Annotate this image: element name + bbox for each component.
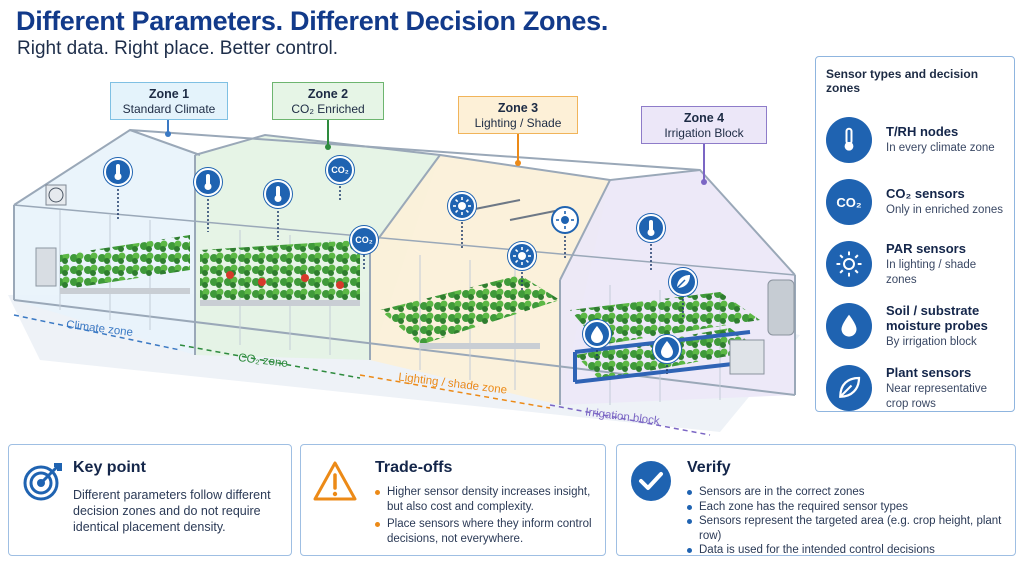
water-tank — [767, 279, 795, 336]
legend-item-desc: By irrigation block — [886, 335, 977, 348]
water-drop-icon — [591, 326, 603, 343]
zone-4-desc: Irrigation Block — [664, 126, 744, 140]
legend-item-desc: In every climate zone — [886, 142, 995, 154]
list-item: Each zone has the required sensor types — [687, 500, 1007, 515]
list-item: Sensors represent the targeted area (e.g… — [687, 514, 1007, 543]
legend-item-name: CO₂ sensors — [886, 186, 965, 201]
sensor-marker-sun — [551, 206, 579, 234]
leaf-icon — [676, 275, 690, 289]
key-point-title: Key point — [73, 459, 146, 476]
pump-unit — [729, 339, 765, 375]
list-item: Higher sensor density increases insight,… — [375, 485, 599, 514]
sensor-marker-leaf — [669, 268, 697, 296]
target-icon — [23, 463, 62, 501]
legend-icon-circle — [826, 117, 872, 163]
legend-item-desc: Near representative — [886, 382, 987, 395]
legend-item-name: PAR sensors — [886, 240, 966, 256]
sensor-marker-water-drop — [653, 335, 681, 363]
zone-1-label: Zone 1 Standard Climate — [110, 82, 228, 120]
zone-3-name: Zone 3 — [497, 101, 539, 115]
water-drop-icon — [661, 341, 673, 358]
legend-item-co2: CO₂ CO₂ sensors Only in enriched zones — [826, 171, 1004, 233]
zone-4-name: Zone 4 — [683, 111, 725, 125]
key-point-line: identical placement density. — [73, 520, 226, 534]
sensor-marker-co2: CO₂ — [326, 156, 354, 184]
sensor-marker-co2: CO₂ — [350, 226, 378, 254]
legend-title: Sensor types and decision zones — [826, 67, 979, 95]
sun-icon — [556, 211, 574, 229]
sun-icon — [453, 197, 471, 215]
door — [35, 247, 57, 287]
sensor-marker-thermometer — [637, 214, 665, 242]
sun-icon — [513, 247, 531, 265]
zone-2-name: Zone 2 — [307, 87, 349, 101]
greenhouse-illustration: CO₂ CO₂ Zone 1 Standard Climate Zone 2 C… — [0, 60, 810, 440]
page-title: Different Parameters. Different Decision… — [16, 6, 609, 36]
thermometer-icon — [274, 186, 282, 202]
legend-icon-circle — [826, 303, 872, 349]
legend-item-desc-line2: crop rows — [886, 397, 936, 410]
legend-icon-circle: CO₂ — [826, 179, 872, 225]
legend-icon-circle — [826, 241, 872, 287]
key-point-line: decision zones and do not require — [73, 504, 261, 518]
legend-item-name-line2: moisture probes — [886, 317, 988, 333]
leaf-icon — [839, 376, 861, 398]
verify-card: Verify Sensors are in the correct zones … — [616, 444, 1016, 556]
key-point-body: Different parameters follow different de… — [73, 487, 271, 535]
thermometer-icon — [114, 164, 122, 180]
legend-item-par: PAR sensors In lighting / shade zones — [826, 233, 1004, 295]
tradeoffs-title: Trade-offs — [375, 459, 453, 476]
sensor-legend-panel: Sensor types and decision zones T/RH nod… — [815, 56, 1015, 412]
sun-icon — [836, 251, 862, 277]
thermometer-icon — [844, 127, 854, 151]
tradeoffs-card: Trade-offs Higher sensor density increas… — [300, 444, 606, 556]
thermometer-icon — [647, 220, 655, 236]
legend-item-trh: T/RH nodes In every climate zone — [826, 109, 1004, 171]
sensor-marker-sun — [448, 192, 476, 220]
legend-item-moisture: Soil / substrate moisture probes By irri… — [826, 295, 1004, 357]
legend-item-desc: In lighting / shade zones — [886, 258, 977, 286]
zone-1-name: Zone 1 — [148, 87, 190, 101]
checkmark-icon — [631, 461, 671, 501]
legend-item-name: Soil / substrate — [886, 302, 980, 318]
warning-icon — [313, 461, 357, 501]
zone-3-label: Zone 3 Lighting / Shade — [458, 96, 578, 134]
list-item: Place sensors where they inform control … — [375, 517, 599, 546]
zone-3-desc: Lighting / Shade — [474, 116, 562, 130]
thermometer-icon — [204, 174, 212, 190]
co2-icon: CO₂ — [836, 194, 862, 210]
sensor-marker-thermometer — [194, 168, 222, 196]
legend-item-plant: Plant sensors Near representative crop r… — [826, 357, 1004, 419]
sensor-marker-thermometer — [104, 158, 132, 186]
sensor-marker-thermometer — [264, 180, 292, 208]
list-item: Sensors are in the correct zones — [687, 485, 1007, 500]
list-item: Data is used for the intended control de… — [687, 543, 1007, 558]
page-subtitle: Right data. Right place. Better control. — [17, 38, 339, 59]
tradeoffs-list: Higher sensor density increases insight,… — [375, 485, 599, 549]
sensor-marker-water-drop — [583, 320, 611, 348]
zone3-glass — [370, 155, 610, 405]
co2-icon: CO₂ — [331, 165, 349, 175]
key-point-line: Different parameters follow different — [73, 488, 271, 502]
legend-item-name: T/RH nodes — [886, 124, 959, 139]
verify-title: Verify — [687, 459, 731, 476]
legend-item-desc: Only in enriched zones — [886, 204, 1003, 216]
zone-4-label: Zone 4 Irrigation Block — [641, 106, 767, 144]
legend-icon-circle — [826, 365, 872, 411]
legend-item-name: Plant sensors — [886, 364, 972, 380]
key-point-card: Key point Different parameters follow di… — [8, 444, 292, 556]
zone-2-label: Zone 2 CO₂ Enriched — [272, 82, 384, 120]
co2-icon: CO₂ — [355, 235, 373, 245]
zone-1-desc: Standard Climate — [122, 102, 216, 116]
zone-2-desc: CO₂ Enriched — [291, 102, 365, 116]
sensor-marker-sun — [508, 242, 536, 270]
water-drop-icon — [841, 314, 857, 337]
verify-list: Sensors are in the correct zones Each zo… — [687, 485, 1007, 558]
